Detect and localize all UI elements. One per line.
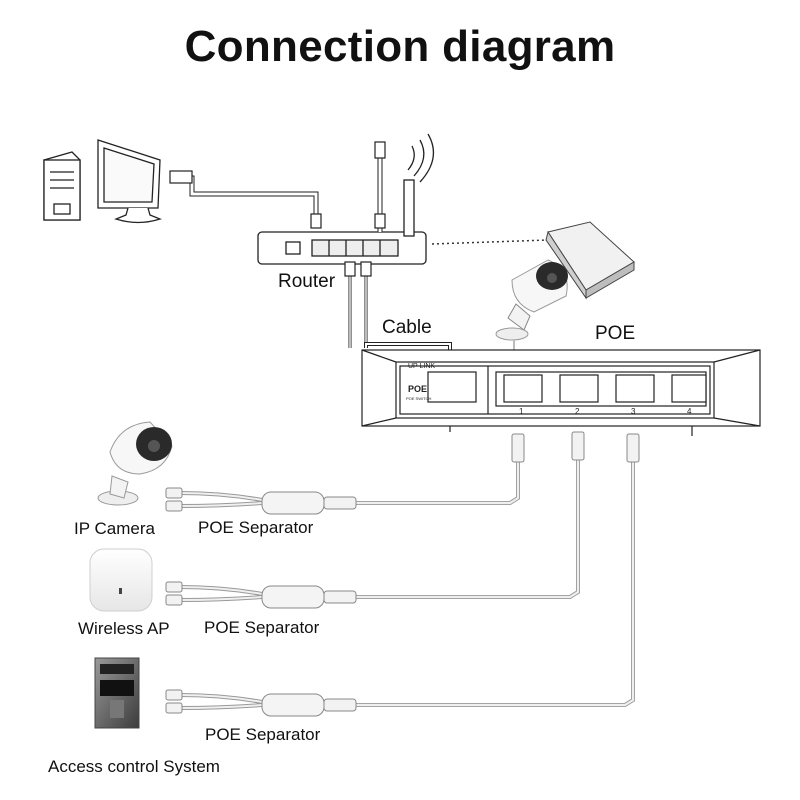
access-control-label: Access control System bbox=[48, 757, 220, 776]
poe-sub-label: POE SWITCH bbox=[406, 396, 431, 401]
router-label: Router bbox=[278, 271, 336, 292]
wireless-ap-label: Wireless AP bbox=[78, 619, 170, 638]
poe-separator-label-3: POE Separator bbox=[205, 725, 321, 744]
router-lan-cables bbox=[344, 261, 372, 348]
access-control-panel-icon bbox=[94, 657, 140, 729]
ip-camera-top-icon bbox=[495, 259, 568, 341]
poe-separator-label-2: POE Separator bbox=[204, 618, 320, 637]
wireless-link-line bbox=[431, 239, 549, 245]
monitor-icon bbox=[97, 139, 162, 224]
uplink-label: UP LINK bbox=[408, 363, 435, 370]
poe-cable-1 bbox=[354, 433, 525, 505]
cable-label: Cable bbox=[382, 317, 432, 338]
ip-camera-label: IP Camera bbox=[74, 519, 155, 538]
recorder-device-icon bbox=[545, 221, 635, 300]
poe-label: POE bbox=[595, 323, 636, 344]
wireless-ap-icon bbox=[89, 548, 153, 612]
pc-cable bbox=[169, 170, 322, 229]
router-icon bbox=[257, 133, 435, 265]
port-number-1: 1 bbox=[519, 407, 524, 416]
computer-tower-icon bbox=[43, 151, 81, 221]
port-number-4: 4 bbox=[687, 407, 692, 416]
port-number-2: 2 bbox=[575, 407, 580, 416]
poe-separator-1 bbox=[165, 487, 357, 515]
poe-switch bbox=[361, 349, 761, 436]
ip-camera-icon bbox=[97, 421, 173, 506]
poe-cable-3 bbox=[354, 433, 640, 707]
poe-separator-label-1: POE Separator bbox=[198, 518, 314, 537]
poe-brand-label: POE bbox=[408, 384, 427, 394]
poe-separator-2 bbox=[165, 581, 357, 609]
port-number-3: 3 bbox=[631, 407, 636, 416]
poe-cable-2 bbox=[354, 431, 585, 599]
diagram-title: Connection diagram bbox=[184, 22, 616, 71]
router-wan-cable bbox=[374, 141, 386, 232]
poe-separator-3 bbox=[165, 689, 357, 717]
